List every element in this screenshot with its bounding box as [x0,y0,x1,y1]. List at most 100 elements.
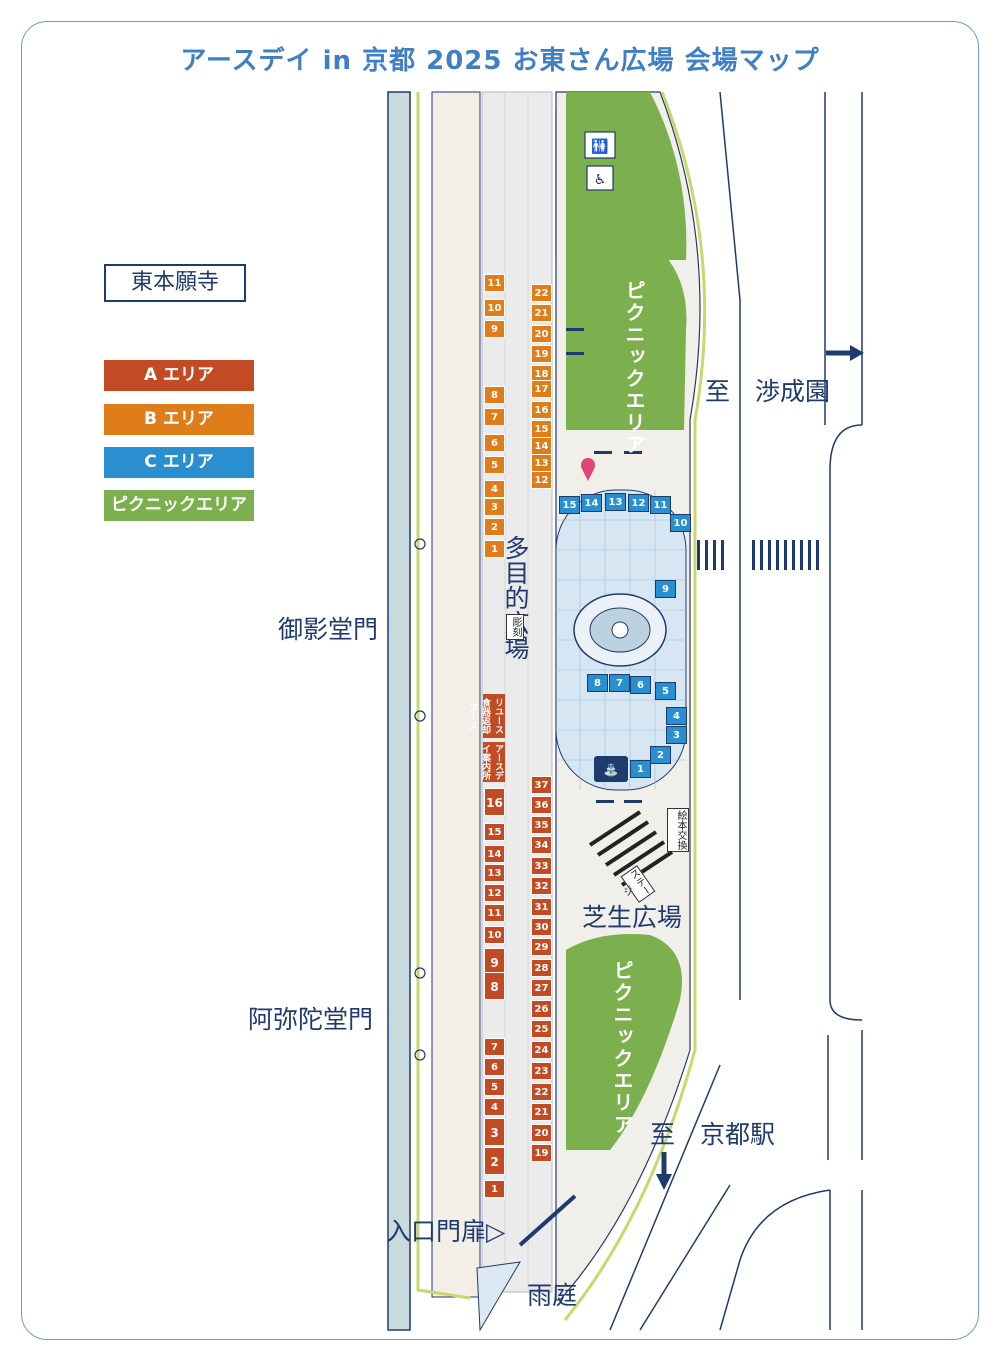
booth-a-21: 21 [531,1103,552,1121]
arrow-down-icon [656,1152,672,1190]
entrance-gate-label: 入口門扉▷ [386,1217,506,1246]
bench-icon [566,328,642,803]
legend-picnic: ピクニックエリア [104,490,254,521]
booth-c-6: 6 [630,676,651,694]
booth-c-3: 3 [666,726,687,744]
booth-b-17: 17 [531,380,552,398]
booth-a-35: 35 [531,816,552,834]
amidado-gate-label: 阿弥陀堂門 [248,1005,374,1034]
sculpture-label: 彫刻 [506,614,524,640]
picnic-area-top [566,246,687,430]
reuse-booth-tag: リユース食器返却ブース [467,694,505,738]
booth-c-11: 11 [650,496,671,514]
water-fountain-icon: ⛲ [594,756,628,782]
booth-a-16: 16 [484,788,505,816]
booth-b-1: 1 [484,540,505,558]
info-booth-tag: アースデイ案内所 [480,742,505,782]
booth-c-9: 9 [655,580,676,598]
picnic-area-label-top: ピクニックエリア [622,280,646,456]
booth-a-10: 10 [484,926,505,944]
lawn-plaza-label: 芝生広場 [582,903,683,932]
booth-a-13: 13 [484,864,505,882]
booth-a-8: 8 [484,972,505,1000]
booth-a-20: 20 [531,1124,552,1142]
moat [387,91,411,1331]
booth-b-19: 19 [531,345,552,363]
map-title: アースデイ in 京都 2025 お東さん広場 会場マップ [180,46,820,76]
svg-text:♿: ♿ [594,172,607,188]
booth-a-4: 4 [484,1098,505,1116]
booth-a-34: 34 [531,836,552,854]
booth-a-36: 36 [531,796,552,814]
booth-b-21: 21 [531,304,552,322]
booth-b-22: 22 [531,284,552,302]
entrance-gate-line [518,1194,577,1247]
booth-c-1: 1 [630,760,651,778]
booth-c-5: 5 [655,682,676,700]
booth-b-7: 7 [484,408,505,426]
booth-a-37: 37 [531,776,552,794]
left-sidewalk [431,91,481,1298]
picnic-area-bottom [566,934,682,1150]
booth-c-10: 10 [670,514,691,532]
booth-a-22: 22 [531,1083,552,1101]
booth-a-15: 15 [484,823,505,841]
booth-a-5: 5 [484,1078,505,1096]
arrow-right-icon [826,345,864,361]
booth-a-1: 1 [484,1180,505,1198]
svg-text:🚻: 🚻 [591,138,608,155]
booth-a-30: 30 [531,918,552,936]
booth-a-7: 7 [484,1038,505,1056]
map-pin-icon [581,458,595,481]
booth-b-16: 16 [531,401,552,419]
wheelchair-icon: ♿ [586,165,614,191]
goeido-gate-label: 御影堂門 [278,615,379,644]
rain-garden-label: 雨庭 [527,1281,578,1310]
booth-a-24: 24 [531,1041,552,1059]
to-kyoto-station-label: 至 京都駅 [650,1120,776,1149]
booth-b-9: 9 [484,320,505,338]
roads [609,91,863,1331]
booth-c-13: 13 [605,493,626,511]
booth-c-4: 4 [666,707,687,725]
legend-area-b: B エリア [104,404,254,435]
booth-b-15: 15 [531,420,552,438]
crosswalk [697,540,819,570]
green-path [416,92,471,1300]
booth-a-3: 3 [484,1118,505,1146]
booth-a-23: 23 [531,1062,552,1080]
booth-b-5: 5 [484,456,505,474]
booth-a-25: 25 [531,1020,552,1038]
legend-area-c: C エリア [104,447,254,478]
paving-grid [504,92,529,1290]
rain-garden-shape [476,1261,521,1332]
booth-a-33: 33 [531,857,552,875]
booth-b-6: 6 [484,434,505,452]
stage-seating [588,810,674,887]
booth-c-14: 14 [581,494,602,512]
booth-c-15: 15 [559,496,580,514]
booth-c-12: 12 [628,494,649,512]
fountain-icon [573,593,667,667]
booth-b-11: 11 [484,274,505,292]
gate-markers [414,538,426,1061]
booth-a-11: 11 [484,904,505,922]
booth-a-14: 14 [484,845,505,863]
booth-a-19: 19 [531,1144,552,1162]
booth-b-2: 2 [484,518,505,536]
booth-a-29: 29 [531,938,552,956]
map-frame [21,21,979,1340]
booth-c-8: 8 [587,674,608,692]
booth-a-28: 28 [531,959,552,977]
booth-a-26: 26 [531,1000,552,1018]
booth-a-6: 6 [484,1058,505,1076]
booth-c-7: 7 [609,674,630,692]
booth-c-2: 2 [650,746,671,764]
booth-b-10: 10 [484,299,505,317]
booth-a-32: 32 [531,877,552,895]
legend-area-a: A エリア [104,360,254,391]
booth-b-3: 3 [484,498,505,516]
booth-b-8: 8 [484,386,505,404]
booth-a-12: 12 [484,884,505,902]
picnic-area-label-bottom: ピクニックエリア [610,960,634,1136]
